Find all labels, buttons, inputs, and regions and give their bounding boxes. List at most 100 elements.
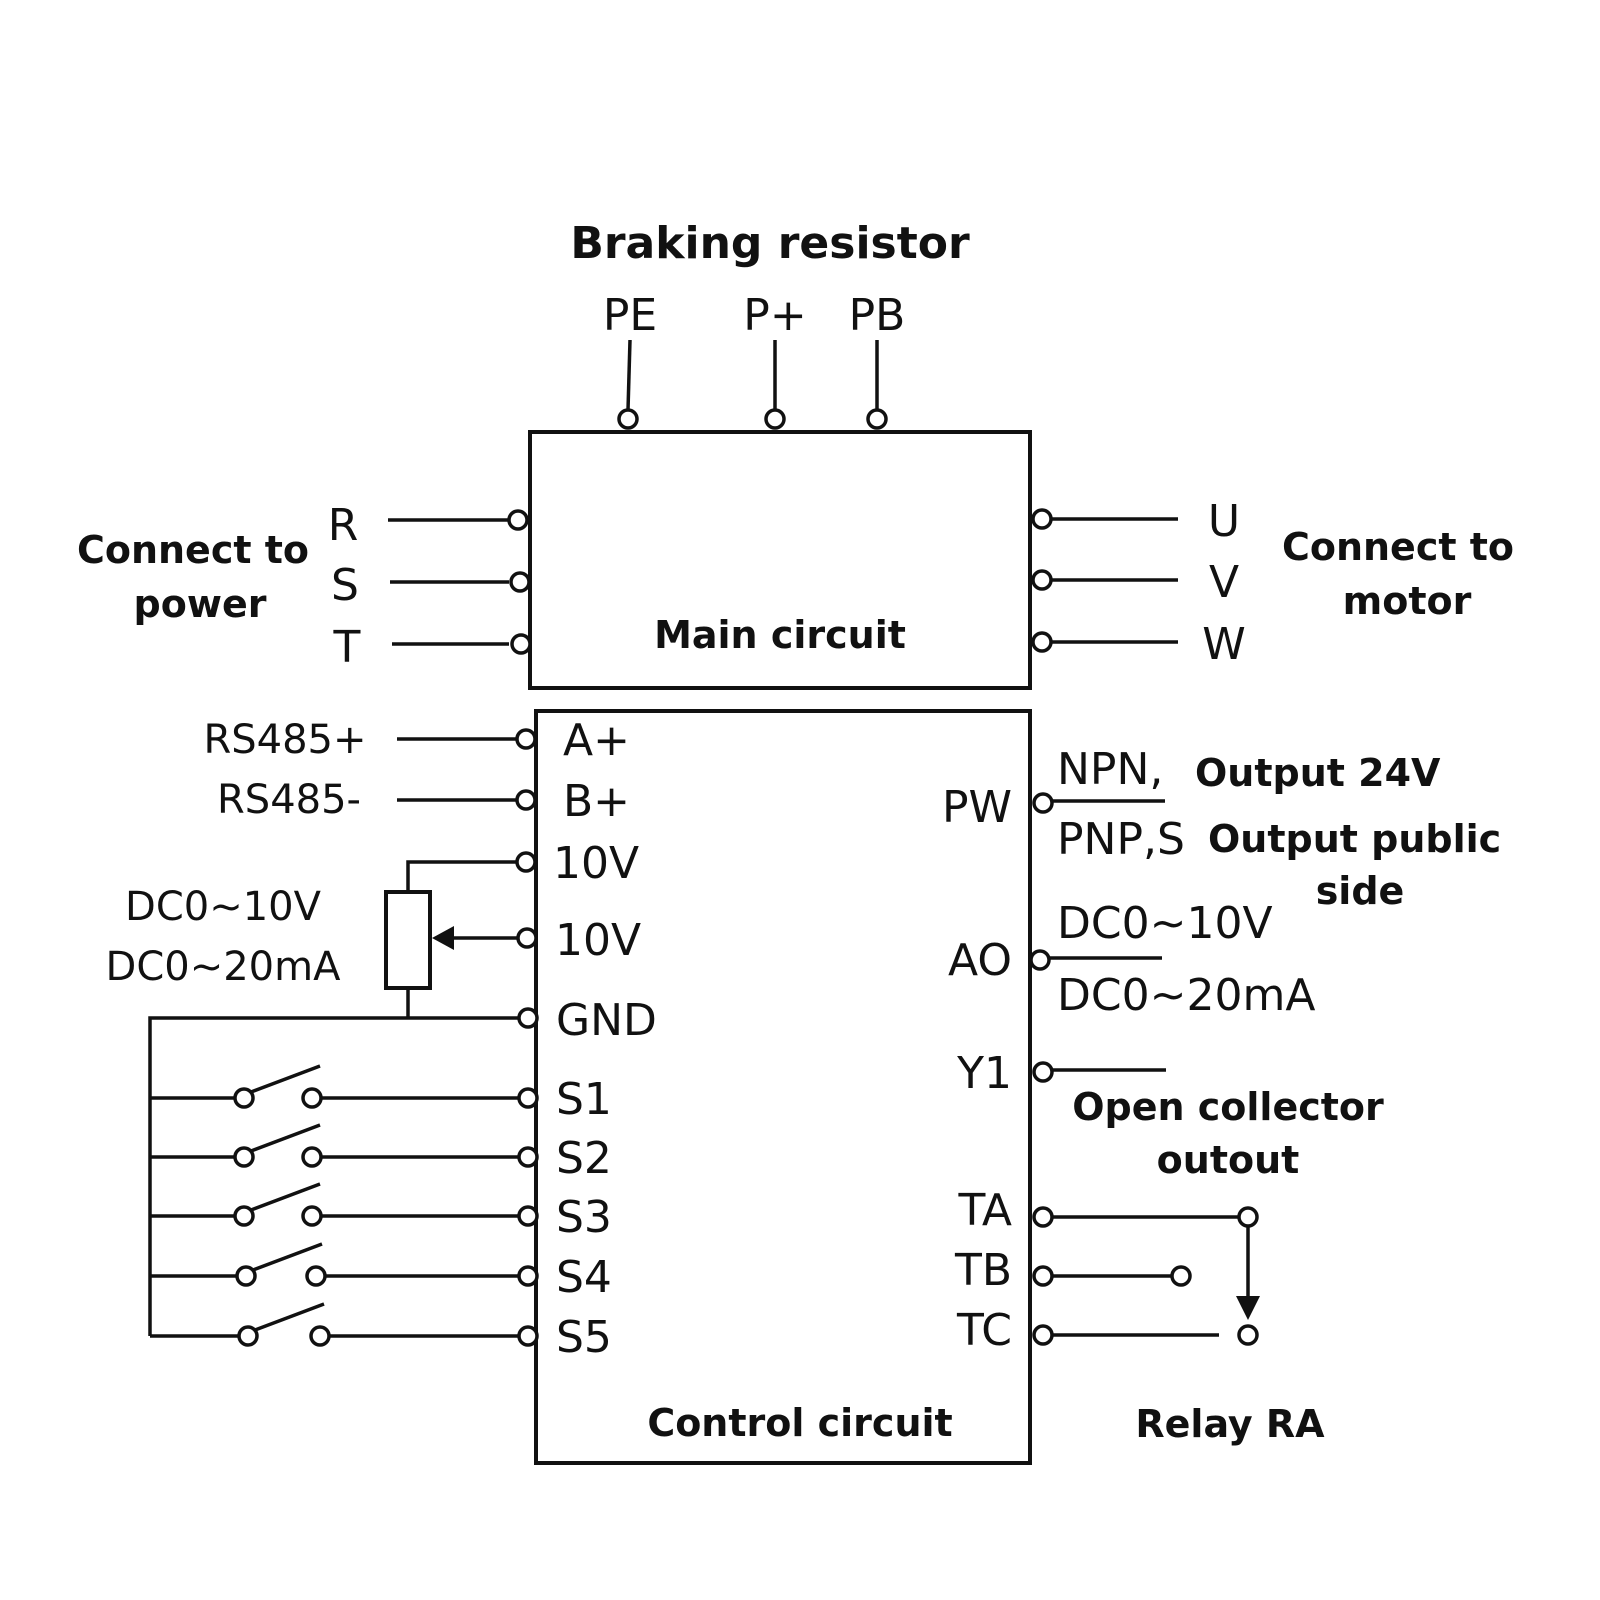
pw-terminal[interactable] xyxy=(1032,792,1054,814)
s1-label: S1 xyxy=(556,1074,612,1125)
output-w-label: W xyxy=(1202,619,1246,670)
s5-label: S5 xyxy=(556,1312,612,1363)
terminal-pe-label: PE xyxy=(603,290,657,341)
pw-npn-desc: Output 24V xyxy=(1195,751,1441,795)
tb-terminal[interactable] xyxy=(1032,1265,1054,1287)
s2-label: S2 xyxy=(556,1133,612,1184)
input-t-label: T xyxy=(333,622,361,673)
power-caption-line2: power xyxy=(134,582,267,626)
rs485-plus-label: RS485+ xyxy=(203,717,366,763)
ten-v-terminal-1[interactable] xyxy=(515,851,537,873)
b-plus-label: B+ xyxy=(563,776,630,827)
control-circuit-label: Control circuit xyxy=(647,1401,952,1445)
ten-v-label-1: 10V xyxy=(553,838,639,889)
y1-desc-line2: outout xyxy=(1157,1138,1300,1182)
switch-s2[interactable] xyxy=(150,1123,519,1168)
s3-terminal[interactable] xyxy=(517,1205,539,1227)
tb-label: TB xyxy=(954,1245,1012,1296)
relay-common-contact xyxy=(1237,1206,1259,1228)
tc-terminal[interactable] xyxy=(1032,1324,1054,1346)
ta-label: TA xyxy=(957,1185,1012,1236)
u-terminal[interactable] xyxy=(1031,508,1053,530)
motor-caption-line1: Connect to xyxy=(1282,525,1514,569)
main-circuit-box xyxy=(528,430,1032,690)
pe-terminal[interactable] xyxy=(617,408,639,430)
pe-wire xyxy=(626,339,632,411)
y1-label: Y1 xyxy=(956,1048,1012,1099)
power-input-group: Connect to power R S T xyxy=(77,500,532,673)
power-caption-line1: Connect to xyxy=(77,528,309,572)
s4-terminal[interactable] xyxy=(517,1265,539,1287)
control-circuit-box xyxy=(534,709,1032,1465)
pw-pnp-desc-line2: side xyxy=(1316,869,1405,913)
pot-top-wire xyxy=(406,860,517,892)
y1-notes: Open collector outout xyxy=(1052,1068,1384,1182)
v-terminal[interactable] xyxy=(1031,569,1053,591)
pw-pnp-desc: Output public xyxy=(1208,817,1501,861)
relay-label: Relay RA xyxy=(1135,1402,1325,1446)
a-plus-label: A+ xyxy=(563,715,630,766)
s-terminal[interactable] xyxy=(509,571,531,593)
output-u-label: U xyxy=(1208,496,1240,547)
pw-label: PW xyxy=(942,782,1012,833)
w-terminal[interactable] xyxy=(1031,631,1053,653)
switch-s3[interactable] xyxy=(150,1182,519,1227)
terminal-pb-label: PB xyxy=(849,290,906,341)
r-terminal[interactable] xyxy=(507,509,529,531)
braking-terminal-group: PE P+ PB xyxy=(603,290,906,430)
ao-range-line1: DC0~10V xyxy=(1057,898,1273,949)
wiper-arrow-icon xyxy=(432,926,454,950)
rs485-group: RS485+ RS485- xyxy=(203,717,517,823)
input-s-label: S xyxy=(331,560,359,611)
gnd-label: GND xyxy=(556,995,657,1046)
ten-v-terminal-2[interactable] xyxy=(516,927,538,949)
pplus-terminal[interactable] xyxy=(764,408,786,430)
potentiometer-group: DC0~10V DC0~20mA xyxy=(106,860,518,1018)
right-control-terminals: PW AO Y1 TA TB TC xyxy=(942,782,1054,1356)
ao-notes: DC0~10V DC0~20mA xyxy=(1049,898,1315,1021)
s5-terminal[interactable] xyxy=(517,1325,539,1347)
y1-desc-line1: Open collector xyxy=(1072,1085,1384,1129)
tc-label: TC xyxy=(956,1305,1012,1356)
pb-terminal[interactable] xyxy=(866,408,888,430)
pot-range-line1: DC0~10V xyxy=(125,884,322,930)
t-terminal[interactable] xyxy=(510,633,532,655)
terminal-pplus-label: P+ xyxy=(743,290,806,341)
left-control-terminals: A+ B+ 10V 10V GND S1 S2 S3 S4 S5 xyxy=(515,715,657,1363)
relay-no-contact xyxy=(1237,1324,1259,1346)
pot-range-line2: DC0~20mA xyxy=(106,944,342,990)
ao-label: AO xyxy=(948,935,1012,986)
ten-v-label-2: 10V xyxy=(555,915,641,966)
relay-group: Relay RA xyxy=(1052,1206,1325,1446)
input-r-label: R xyxy=(328,500,359,551)
gnd-common-wire xyxy=(148,1016,519,1336)
s1-terminal[interactable] xyxy=(517,1087,539,1109)
ta-terminal[interactable] xyxy=(1032,1206,1054,1228)
pw-pnp-label: PNP,S xyxy=(1057,814,1185,865)
pw-notes: NPN, Output 24V PNP,S Output public side xyxy=(1052,744,1501,913)
motor-output-group: U V W Connect to motor xyxy=(1031,496,1514,670)
switch-s5[interactable] xyxy=(150,1302,519,1347)
b-plus-terminal[interactable] xyxy=(515,789,537,811)
braking-resistor-title: Braking resistor xyxy=(570,218,970,269)
pw-npn-label: NPN, xyxy=(1057,744,1163,795)
rs485-minus-label: RS485- xyxy=(217,777,361,823)
main-circuit-label: Main circuit xyxy=(654,613,906,657)
ao-range-line2: DC0~20mA xyxy=(1057,970,1315,1021)
gnd-terminal[interactable] xyxy=(517,1007,539,1029)
digital-input-switches xyxy=(148,1016,519,1347)
y1-terminal[interactable] xyxy=(1032,1061,1054,1083)
s4-label: S4 xyxy=(556,1252,612,1303)
a-plus-terminal[interactable] xyxy=(515,728,537,750)
switch-s1[interactable] xyxy=(150,1064,519,1109)
ao-terminal[interactable] xyxy=(1029,949,1051,971)
relay-nc-contact xyxy=(1170,1265,1192,1287)
motor-caption-line2: motor xyxy=(1343,579,1472,623)
relay-arrow-icon xyxy=(1236,1296,1260,1320)
switch-s4[interactable] xyxy=(150,1242,519,1287)
s2-terminal[interactable] xyxy=(517,1146,539,1168)
potentiometer-resistor xyxy=(384,890,432,990)
s3-label: S3 xyxy=(556,1192,612,1243)
